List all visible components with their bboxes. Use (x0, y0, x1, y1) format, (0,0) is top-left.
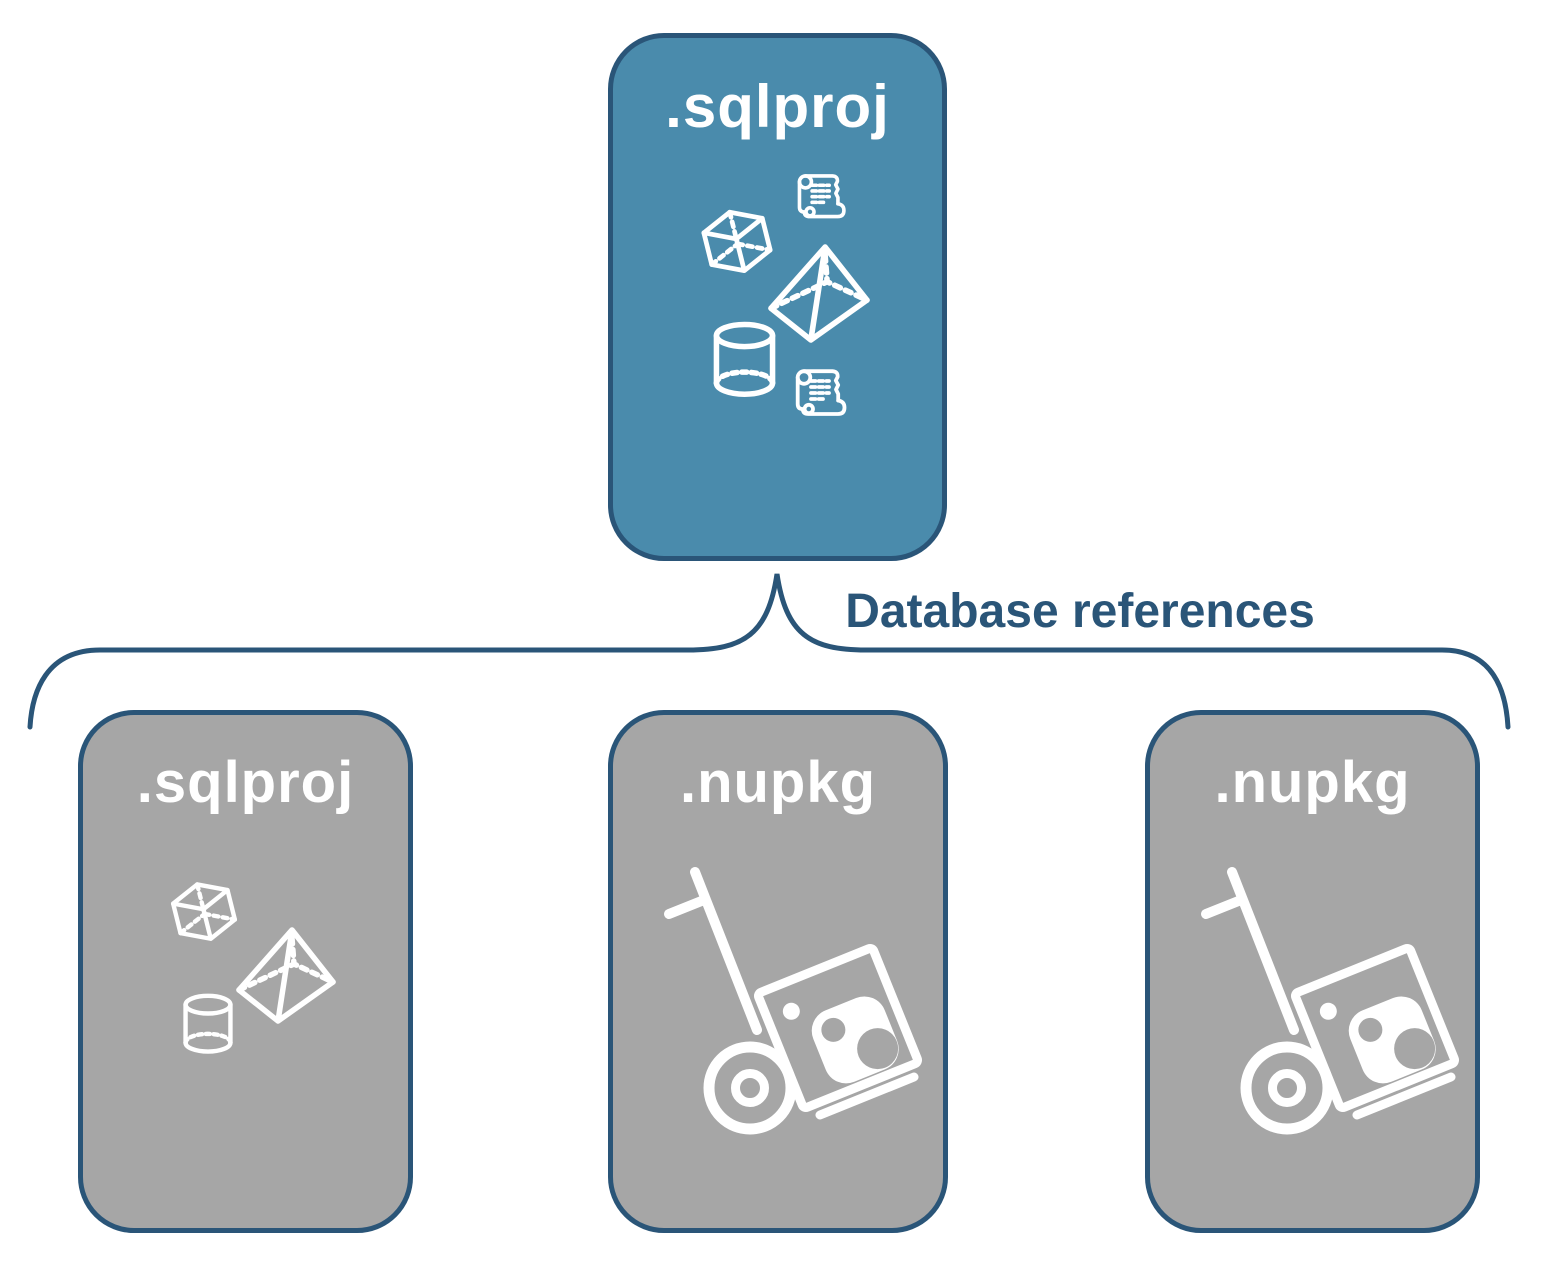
child-card-title: .sqlproj (136, 750, 355, 815)
sql-project-objects-icons (694, 174, 874, 416)
child-nupkg-card: .nupkg (1145, 710, 1480, 1233)
nuget-handtruck-icon (669, 872, 919, 1129)
child-sqlproj-card: .sqlproj (78, 710, 413, 1233)
cylinder-icon (716, 325, 772, 395)
pyramid-icon (771, 247, 867, 340)
child-card-title: .nupkg (679, 750, 877, 815)
cube-icon (701, 205, 774, 278)
scroll-icon (795, 369, 847, 416)
handtruck-package-icon (658, 848, 928, 1138)
cube-icon (170, 878, 238, 946)
scroll-icon (797, 174, 846, 219)
sql-project-objects-icons (164, 874, 336, 1074)
connector-label: Database references (845, 585, 1315, 638)
nuget-handtruck-icon (1206, 872, 1456, 1129)
pyramid-icon (239, 930, 333, 1021)
child-card-title: .nupkg (1214, 750, 1411, 815)
child-nupkg-card: .nupkg (608, 710, 948, 1233)
handtruck-package-icon (1195, 848, 1465, 1138)
root-card-title: .sqlproj (665, 73, 890, 140)
root-sqlproj-card: .sqlproj (608, 33, 947, 561)
cylinder-icon (186, 996, 231, 1052)
